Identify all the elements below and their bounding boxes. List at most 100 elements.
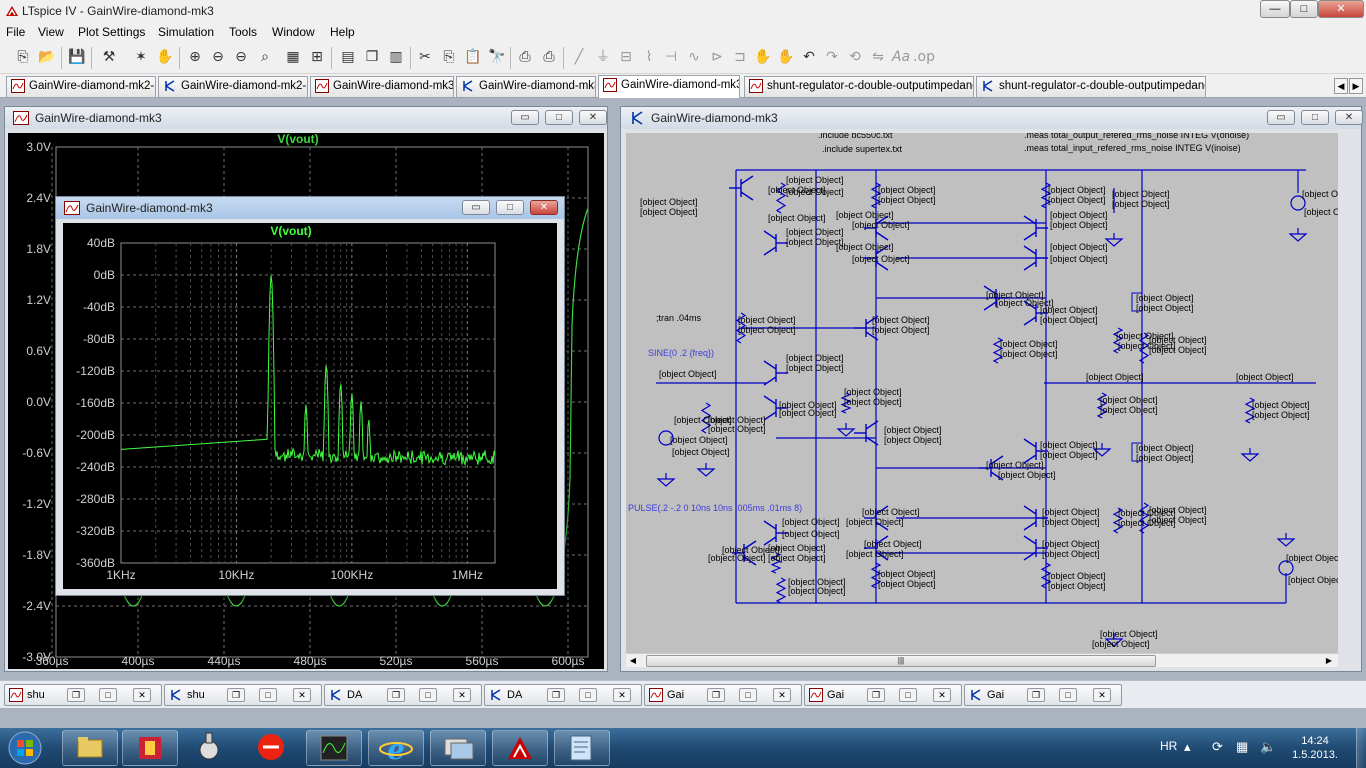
close-button[interactable]: ✕ (1335, 110, 1363, 125)
autorange-icon[interactable]: ▦ (286, 49, 300, 65)
restore-button[interactable]: ❐ (547, 688, 565, 702)
restore-button[interactable]: ❐ (387, 688, 405, 702)
close-button[interactable]: ✕ (933, 688, 951, 702)
maximize-button[interactable]: □ (99, 688, 117, 702)
close-button[interactable]: ✕ (773, 688, 791, 702)
restore-button[interactable]: ❐ (1027, 688, 1045, 702)
start-orb-icon[interactable] (6, 730, 44, 766)
halt-icon[interactable]: ✋ (156, 49, 174, 65)
run-icon[interactable]: ✶ (135, 49, 147, 65)
schematic-drawing[interactable]: .include bc550c.txt.include supertex.txt… (626, 133, 1338, 653)
paste-icon[interactable]: 📋 (464, 49, 482, 65)
tab-waveform-active[interactable]: GainWire-diamond-mk3 (598, 75, 740, 98)
zoom-extents-icon[interactable]: ⌕ (261, 49, 269, 65)
scroll-right-arrow[interactable]: ▶ (1325, 656, 1333, 665)
restore-button[interactable]: ❐ (867, 688, 885, 702)
tile-horizontal-icon[interactable]: ▤ (341, 49, 355, 65)
menu-plot-settings[interactable]: Plot Settings (78, 25, 146, 39)
oscilloscope-taskbar-button[interactable] (306, 730, 362, 766)
tab-schematic[interactable]: shunt-regulator-c-double-outputimpedance (976, 76, 1206, 97)
open-schematic-icon[interactable]: ⎘ (17, 49, 29, 65)
scroll-thumb[interactable]: ||| (646, 655, 1156, 667)
update-icon[interactable]: ⟳ (1212, 739, 1223, 754)
tab-scroll-left-button[interactable]: ◀ (1334, 78, 1348, 94)
restore-button[interactable]: ❐ (707, 688, 725, 702)
minimized-window-waveform[interactable]: Gai❐□✕ (804, 684, 962, 706)
archive-taskbar-button[interactable] (122, 730, 178, 766)
fft-plot-area[interactable]: 40dB0dB-40dB-80dB-120dB-160dB-200dB-240d… (63, 223, 557, 589)
minimize-button[interactable]: ▭ (462, 200, 490, 215)
resistor-icon[interactable]: ⌇ (645, 49, 653, 65)
label-icon[interactable]: ⊟ (620, 49, 632, 65)
close-button[interactable]: ✕ (1318, 0, 1364, 18)
open-file-icon[interactable]: 📂 (38, 49, 56, 65)
tab-schematic[interactable]: GainWire-diamond-mk3 (456, 76, 596, 97)
capacitor-icon[interactable]: ⊣ (664, 49, 678, 65)
minimized-window-schematic[interactable]: Gai❐□✕ (964, 684, 1122, 706)
close-button[interactable]: ✕ (453, 688, 471, 702)
menu-window[interactable]: Window (272, 25, 315, 39)
show-hidden-icons-icon[interactable]: ▴ (1184, 739, 1191, 754)
volume-icon[interactable]: 🔈 (1260, 739, 1277, 754)
inductor-icon[interactable]: ∿ (688, 49, 700, 65)
maximize-button[interactable]: □ (1290, 0, 1318, 18)
clock[interactable]: 14:24 1.5.2013. (1280, 734, 1350, 762)
close-button[interactable]: ✕ (293, 688, 311, 702)
explorer-taskbar-button[interactable] (62, 730, 118, 766)
zoom-out-icon[interactable]: ⊖ (212, 49, 224, 65)
redo-icon[interactable]: ↷ (826, 49, 838, 65)
component-icon[interactable]: ⊐ (734, 49, 746, 65)
tab-waveform[interactable]: GainWire-diamond-mk2-b (6, 76, 156, 97)
spice-directive-icon[interactable]: .op (913, 49, 935, 65)
wire-icon[interactable]: ╱ (574, 49, 584, 65)
zoom-fit-icon[interactable]: ⊖ (235, 49, 247, 65)
copy-icon[interactable]: ⎘ (443, 49, 455, 65)
print-setup-icon[interactable]: ⎙ (543, 49, 555, 65)
maximize-button[interactable]: □ (739, 688, 757, 702)
schematic-canvas[interactable]: .include bc550c.txt.include supertex.txt… (626, 133, 1338, 653)
scroll-left-arrow[interactable]: ◀ (629, 656, 637, 665)
horizontal-scrollbar[interactable]: ◀ ||| ▶ (626, 653, 1338, 667)
menu-file[interactable]: File (6, 25, 26, 39)
minimize-button[interactable]: ▭ (1267, 110, 1295, 125)
menu-view[interactable]: View (38, 25, 64, 39)
tab-waveform[interactable]: shunt-regulator-c-double-outputimpedance (744, 76, 974, 97)
print-icon[interactable]: ⎙ (519, 49, 531, 65)
close-button[interactable]: ✕ (613, 688, 631, 702)
tile-vertical-icon[interactable]: ▥ (389, 49, 403, 65)
move-icon[interactable]: ✋ (754, 49, 772, 65)
antivirus-taskbar-button[interactable] (244, 730, 300, 766)
close-button[interactable]: ✕ (579, 110, 607, 125)
minimized-window-schematic[interactable]: DA❐□✕ (484, 684, 642, 706)
tab-schematic[interactable]: GainWire-diamond-mk2-b (158, 76, 308, 97)
close-button[interactable]: ✕ (1093, 688, 1111, 702)
cut-icon[interactable]: ✂ (419, 49, 431, 65)
maximize-button[interactable]: □ (579, 688, 597, 702)
minimized-window-schematic[interactable]: shu❐□✕ (164, 684, 322, 706)
pan-icon[interactable]: ⊞ (311, 49, 323, 65)
notepad-taskbar-button[interactable] (554, 730, 610, 766)
network-tool-taskbar-button[interactable] (182, 730, 238, 766)
drag-icon[interactable]: ✋ (777, 49, 795, 65)
find-icon[interactable]: 🔭 (488, 49, 506, 65)
tab-scroll-right-button[interactable]: ▶ (1349, 78, 1363, 94)
minimize-button[interactable]: ▭ (511, 110, 539, 125)
undo-icon[interactable]: ↶ (803, 49, 815, 65)
show-desktop-button[interactable] (1356, 728, 1366, 768)
diode-icon[interactable]: ⊳ (711, 49, 723, 65)
close-button[interactable]: ✕ (530, 200, 558, 215)
minimized-window-waveform[interactable]: shu❐□✕ (4, 684, 162, 706)
cascade-icon[interactable]: ❐ (365, 49, 379, 65)
mirror-icon[interactable]: ⇋ (872, 49, 884, 65)
maximize-button[interactable]: □ (496, 200, 524, 215)
maximize-button[interactable]: □ (545, 110, 573, 125)
window-switch-taskbar-button[interactable] (430, 730, 486, 766)
restore-button[interactable]: ❐ (227, 688, 245, 702)
menu-tools[interactable]: Tools (229, 25, 258, 39)
menu-help[interactable]: Help (330, 25, 355, 39)
minimize-button[interactable]: — (1260, 0, 1290, 18)
menu-simulation[interactable]: Simulation (158, 25, 215, 39)
maximize-button[interactable]: □ (259, 688, 277, 702)
close-button[interactable]: ✕ (133, 688, 151, 702)
